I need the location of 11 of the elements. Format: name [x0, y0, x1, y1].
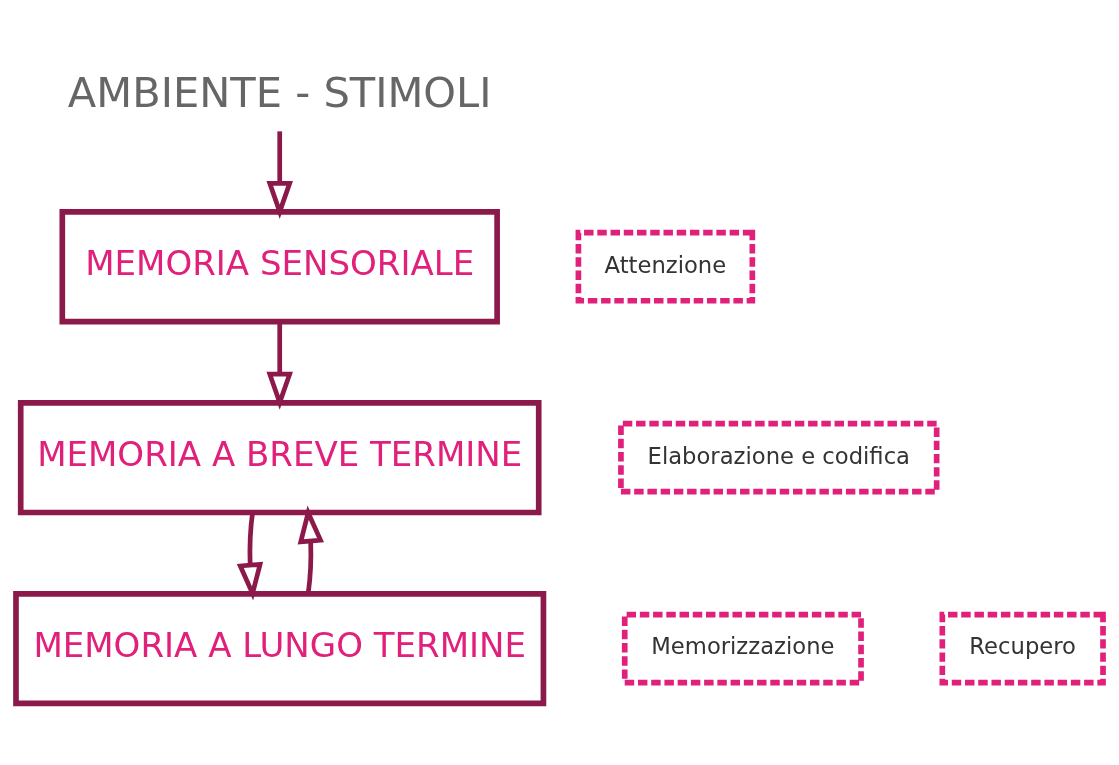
- node-box: MEMORIA A LUNGO TERMINE: [13, 590, 547, 706]
- node-box: MEMORIA SENSORIALE: [59, 208, 500, 324]
- node-box: Memorizzazione: [621, 611, 864, 685]
- node-box: MEMORIA A BREVE TERMINE: [17, 399, 542, 515]
- node-box: Elaborazione e codifica: [618, 420, 940, 495]
- node-box: Attenzione: [575, 229, 756, 304]
- node-box: Recupero: [939, 611, 1106, 685]
- arrow: [297, 505, 325, 594]
- arrow: [266, 321, 293, 410]
- arrow: [266, 130, 293, 219]
- node-text: AMBIENTE - STIMOLI: [67, 67, 492, 117]
